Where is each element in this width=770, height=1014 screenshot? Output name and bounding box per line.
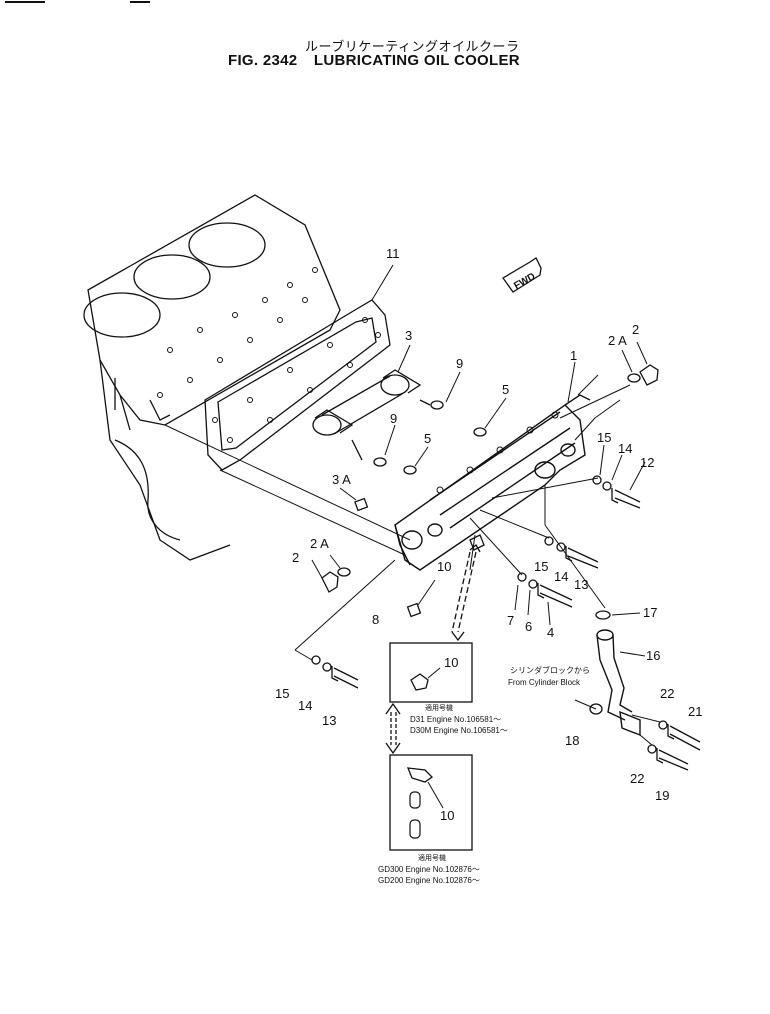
inset-top-callout: 10 bbox=[444, 655, 458, 670]
inset-bottom-jp-note: 適用号機 bbox=[418, 853, 446, 862]
bolts-washers bbox=[311, 475, 701, 771]
leader-lines bbox=[164, 264, 661, 746]
forward-arrow: FWD bbox=[502, 257, 542, 293]
callout-8: 7 bbox=[507, 613, 514, 628]
cooler-cover bbox=[394, 394, 591, 571]
gasket bbox=[204, 299, 391, 471]
reference-arrow bbox=[451, 544, 481, 642]
callout-21: 21 bbox=[688, 704, 702, 719]
engine-block bbox=[83, 194, 341, 561]
callout-10: 10 bbox=[437, 559, 451, 574]
callout-16: 15 bbox=[597, 430, 611, 445]
inset-bottom-callout: 10 bbox=[440, 808, 454, 823]
inset-bottom-line-2: GD200 Engine No.102876～ bbox=[378, 876, 480, 885]
callout-20: 19 bbox=[655, 788, 669, 803]
o-rings bbox=[337, 373, 641, 715]
plugs bbox=[321, 364, 659, 593]
callout-17: 16 bbox=[646, 648, 660, 663]
inset-top-jp-note: 適用号機 bbox=[425, 703, 453, 712]
inset-bottom-line-1: GD300 Engine No.102876～ bbox=[378, 865, 480, 874]
callout-4: 5 bbox=[502, 382, 509, 397]
callouts: 11 3 9 9 5 5 1 2 A 2 15 14 12 3 A 2 A 2 … bbox=[275, 246, 702, 803]
callout-15: 14 bbox=[554, 569, 568, 584]
callout-1: 1 bbox=[570, 348, 577, 363]
callout-12: 12 bbox=[640, 455, 654, 470]
inset-top-line-2: D30M Engine No.106581～ bbox=[410, 726, 508, 735]
callout-15: 14 bbox=[298, 698, 312, 713]
callout-2: 2 bbox=[632, 322, 639, 337]
inset-top: 10 適用号機 D31 Engine No.106581～ D30M Engin… bbox=[389, 642, 508, 735]
callout-14: 13 bbox=[574, 577, 588, 592]
callout-15: 14 bbox=[618, 441, 632, 456]
connector bbox=[469, 534, 485, 551]
cooler-element bbox=[312, 369, 431, 461]
callout-13: 13 bbox=[322, 713, 336, 728]
figure-title: FIG. 2342 LUBRICATING OIL COOLER bbox=[228, 52, 532, 69]
callout-16: 15 bbox=[534, 559, 548, 574]
callout-3a: 3 A bbox=[332, 472, 351, 487]
callout-2a: 2 A bbox=[608, 333, 627, 348]
figure-title-japanese: ルーブリケーティングオイルクーラ bbox=[305, 39, 520, 54]
callout-9: 8 bbox=[372, 612, 379, 627]
callout-22: 22 bbox=[660, 686, 674, 701]
callout-7: 6 bbox=[525, 619, 532, 634]
callout-2: 2 bbox=[292, 550, 299, 565]
callout-5: 9 bbox=[390, 411, 397, 426]
inset-top-line-1: D31 Engine No.106581～ bbox=[410, 715, 501, 724]
callout-22: 22 bbox=[630, 771, 644, 786]
callout-5: 9 bbox=[456, 356, 463, 371]
callout-2a: 2 A bbox=[310, 536, 329, 551]
from-block-jp: シリンダブロックから bbox=[510, 665, 590, 675]
callout-4: 5 bbox=[424, 431, 431, 446]
inset-bottom: 10 適用号機 GD300 Engine No.102876～ GD200 En… bbox=[378, 754, 480, 885]
fwd-label: FWD bbox=[512, 271, 537, 292]
figure-name: LUBRICATING OIL COOLER bbox=[313, 52, 520, 69]
callout-18: 17 bbox=[643, 605, 657, 620]
figure-number: FIG. 2342 bbox=[228, 52, 298, 69]
from-block-en: From Cylinder Block bbox=[508, 678, 581, 687]
callout-3: 3 bbox=[405, 328, 412, 343]
oil-tube bbox=[596, 629, 641, 737]
callout-19: 18 bbox=[565, 733, 579, 748]
inset-link-arrow bbox=[385, 702, 401, 755]
callout-11: 11 bbox=[386, 246, 400, 261]
callout-6: 4 bbox=[547, 625, 554, 640]
callout-16: 15 bbox=[275, 686, 289, 701]
small-plugs bbox=[354, 497, 422, 618]
